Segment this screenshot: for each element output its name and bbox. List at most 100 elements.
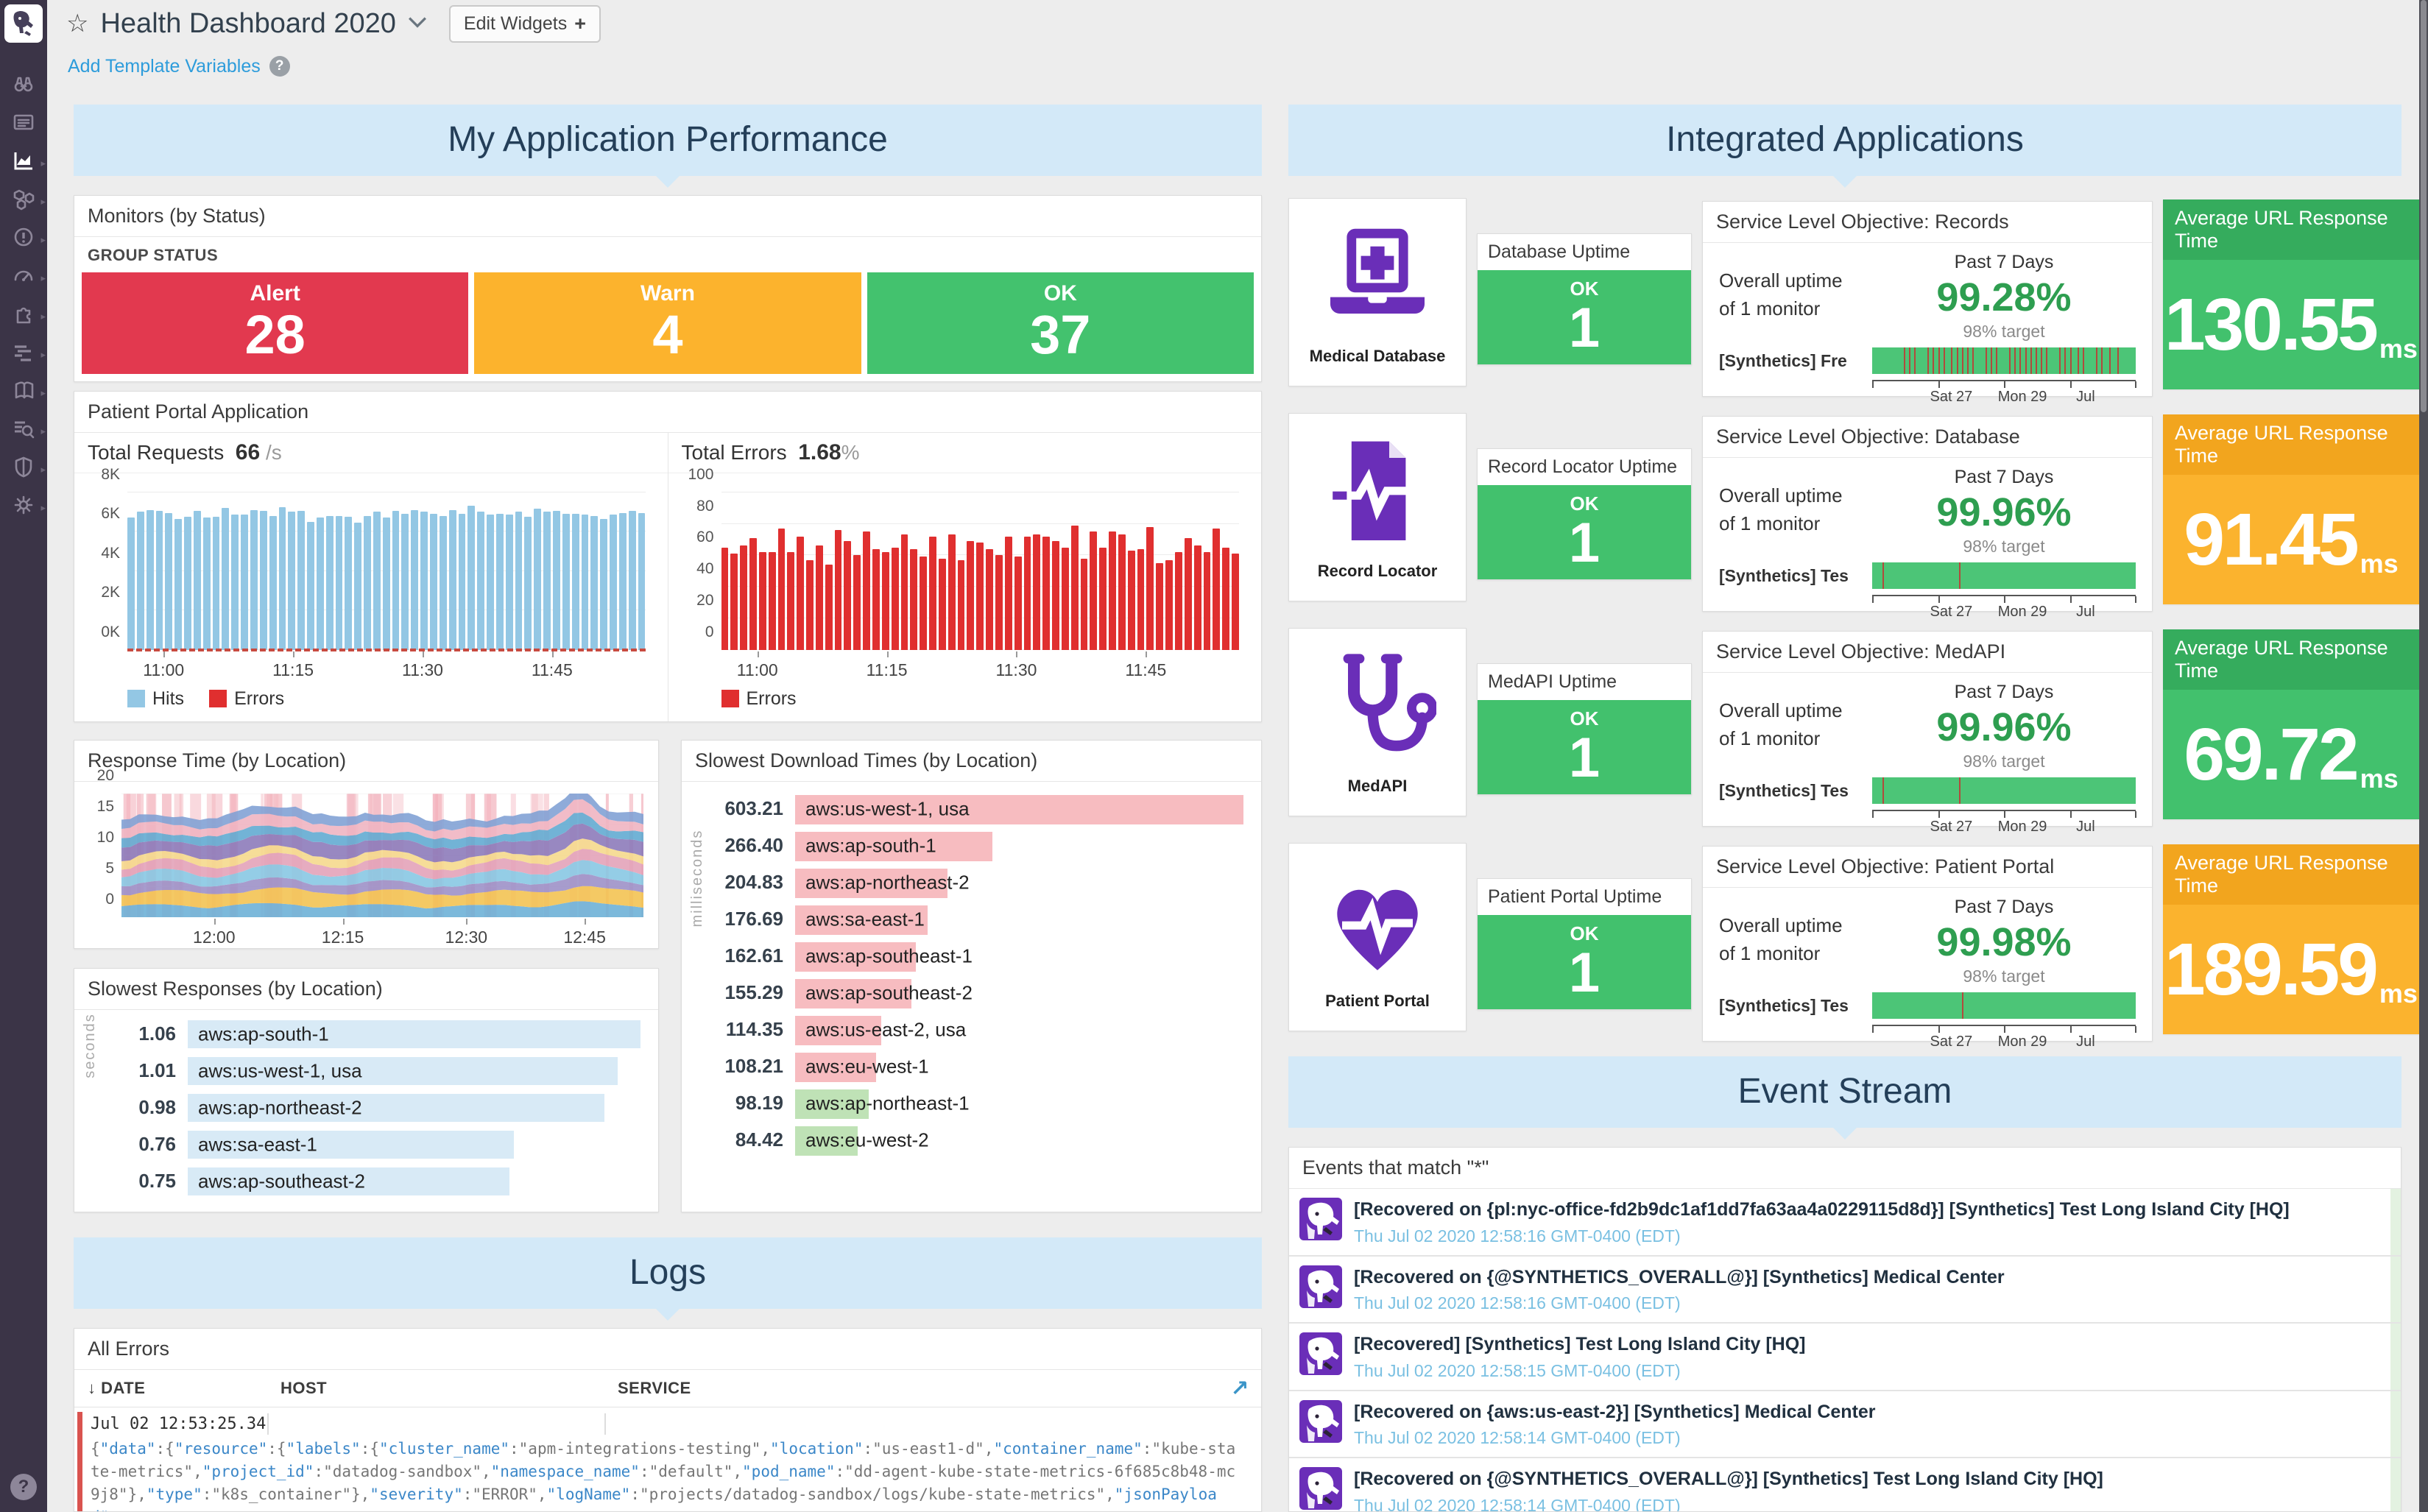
avg-response-unit: ms (2360, 763, 2399, 794)
toplist-row[interactable]: 0.98 aws:ap-northeast-2 (101, 1093, 640, 1122)
slo-status-bar[interactable] (1872, 992, 2136, 1019)
sidebar-item-events[interactable] (7, 110, 40, 137)
avg-response-header: Average URL Response Time (2163, 199, 2419, 260)
uptime-status-box[interactable]: OK 1 (1478, 270, 1691, 364)
toplist-row[interactable]: 1.06 aws:ap-south-1 (101, 1020, 640, 1048)
x-axis-tick: 12:30 (445, 927, 488, 947)
toplist-row[interactable]: 266.40 aws:ap-south-1 (708, 831, 1243, 861)
toplist-row[interactable]: 162.61 aws:ap-southeast-1 (708, 942, 1243, 972)
y-axis-tick: 10 (96, 828, 114, 846)
toplist-row[interactable]: 204.83 aws:ap-northeast-2 (708, 868, 1243, 898)
monitors-icon (12, 225, 35, 252)
y-axis-tick: 8K (101, 465, 120, 483)
status-box-alert[interactable]: Alert 28 (82, 272, 469, 374)
sidebar-item-security[interactable]: ▸ (7, 455, 46, 481)
expand-caret-icon: ▸ (40, 387, 46, 398)
x-axis-tick: 11:15 (866, 660, 908, 679)
y-axis-tick: 4K (101, 544, 120, 562)
toplist-bar (188, 1093, 604, 1122)
event-item[interactable]: [Recovered on {@SYNTHETICS_OVERALL@}] [S… (1289, 1256, 2401, 1324)
bar-series[interactable] (721, 492, 1240, 650)
toplist-row[interactable]: 108.21 aws:eu-west-1 (708, 1052, 1243, 1082)
legend-item-errors[interactable]: Errors (209, 688, 284, 710)
event-item[interactable]: [Recovered on {@SYNTHETICS_OVERALL@}] [S… (1289, 1458, 2401, 1511)
event-item[interactable]: [Recovered] [Synthetics] Test Long Islan… (1289, 1324, 2401, 1391)
expand-caret-icon: ▸ (40, 196, 46, 207)
event-status-strip (2390, 1189, 2401, 1255)
event-item[interactable]: [Recovered on {aws:us-east-2}] [Syntheti… (1289, 1391, 2401, 1458)
status-box-ok[interactable]: OK 37 (867, 272, 1254, 374)
status-count: 37 (1030, 304, 1091, 365)
toplist-row[interactable]: 155.29 aws:ap-southeast-2 (708, 978, 1243, 1008)
x-axis-tick: 11:45 (531, 660, 573, 679)
dashboard-title: Health Dashboard 2020 (100, 7, 396, 39)
uptime-status-box[interactable]: OK 1 (1478, 485, 1691, 579)
uptime-status-box[interactable]: OK 1 (1478, 915, 1691, 1009)
toplist-row[interactable]: 1.01 aws:us-west-1, usa (101, 1056, 640, 1085)
chevron-down-icon[interactable] (408, 15, 427, 32)
help-icon[interactable]: ? (269, 56, 290, 77)
y-axis-tick: 0K (101, 623, 120, 640)
sidebar-item-integrations[interactable]: ▸ (7, 302, 46, 329)
slo-widget: Service Level Objective: Patient Portal … (1702, 846, 2153, 1050)
slo-title: Service Level Objective: Database (1703, 417, 2152, 458)
slo-axis-label: Mon 29 (1997, 604, 2047, 620)
plus-icon: + (574, 12, 587, 35)
slo-status-bar[interactable] (1872, 562, 2136, 589)
toplist-row[interactable]: 98.19 aws:ap-northeast-1 (708, 1089, 1243, 1119)
toplist-row[interactable]: 603.21 aws:us-west-1, usa (708, 794, 1243, 824)
legend-item-errors[interactable]: Errors (721, 688, 797, 710)
sidebar-item-watchdog[interactable] (7, 72, 40, 99)
sidebar-help-button[interactable]: ? (10, 1474, 37, 1500)
integrations-icon (12, 302, 35, 329)
section-banner-logs: Logs (74, 1237, 1262, 1321)
toplist-label: aws:ap-southeast-1 (805, 944, 973, 967)
log-row[interactable]: Jul 02 12:53:25.341 {"data":{"resource":… (74, 1407, 1261, 1511)
scrollbar-thumb[interactable] (2421, 0, 2427, 412)
toplist-label: aws:sa-east-1 (805, 908, 925, 930)
toplist-value: 162.61 (724, 944, 783, 967)
toplist-row[interactable]: 84.42 aws:eu-west-2 (708, 1126, 1243, 1156)
toplist-value: 0.76 (138, 1133, 176, 1156)
bar-series[interactable] (127, 492, 646, 650)
toplist-row[interactable]: 114.35 aws:us-east-2, usa (708, 1015, 1243, 1045)
topbar: ☆ Health Dashboard 2020 Edit Widgets + (47, 0, 2419, 47)
sidebar-item-infrastructure[interactable]: ▸ (7, 187, 46, 213)
expand-caret-icon: ▸ (40, 464, 46, 475)
status-box-warn[interactable]: Warn 4 (474, 272, 861, 374)
open-external-icon[interactable]: ↗ (1230, 1376, 1249, 1401)
logs-col-service[interactable]: SERVICE (618, 1378, 691, 1397)
toplist-row[interactable]: 0.76 aws:sa-east-1 (101, 1130, 640, 1159)
page-scrollbar[interactable] (2419, 0, 2428, 1512)
event-item[interactable]: [Recovered on {pl:nyc-office-fd2b9dc1af1… (1289, 1189, 2401, 1257)
logs-col-date[interactable]: ↓ DATE (88, 1378, 146, 1397)
event-title: [Recovered on {@SYNTHETICS_OVERALL@}] [S… (1354, 1469, 2103, 1489)
slo-status-bar[interactable] (1872, 347, 2136, 374)
slo-status-bar[interactable] (1872, 777, 2136, 804)
toplist-bar (188, 1130, 514, 1159)
sidebar-item-apm[interactable]: ▸ (7, 340, 46, 367)
toplist-row[interactable]: 176.69 aws:sa-east-1 (708, 905, 1243, 935)
toplist-row[interactable]: 0.75 aws:ap-southeast-2 (101, 1167, 640, 1195)
add-template-variables-link[interactable]: Add Template Variables (68, 55, 261, 77)
sidebar-item-settings[interactable]: ▸ (7, 493, 46, 520)
edit-widgets-button[interactable]: Edit Widgets + (448, 4, 601, 43)
toplist-bar (795, 868, 948, 898)
datadog-bot-avatar (1299, 1332, 1342, 1381)
favorite-star-icon[interactable]: ☆ (66, 10, 89, 38)
datadog-logo-icon[interactable] (4, 4, 43, 43)
uptime-status-box[interactable]: OK 1 (1478, 700, 1691, 794)
event-status-strip (2390, 1256, 2401, 1322)
sidebar-item-notebooks[interactable]: ▸ (7, 378, 46, 405)
legend-item-hits[interactable]: Hits (127, 688, 184, 710)
sidebar-item-metrics[interactable]: ▸ (7, 264, 46, 291)
sidebar-item-monitors[interactable]: ▸ (7, 225, 46, 252)
patient-portal-widget-title: Patient Portal Application (74, 392, 1261, 433)
sidebar-item-logs[interactable]: ▸ (7, 417, 46, 443)
sidebar-item-dashboards[interactable]: ▸ (7, 149, 46, 175)
logs-col-host[interactable]: HOST (280, 1378, 328, 1397)
logs-widget: All Errors ↓ DATE HOST SERVICE ↗ Jul 02 … (74, 1327, 1262, 1512)
slo-target-label: 98% target (1963, 322, 2045, 341)
expand-caret-icon: ▸ (40, 158, 46, 169)
metrics-icon (12, 264, 35, 291)
